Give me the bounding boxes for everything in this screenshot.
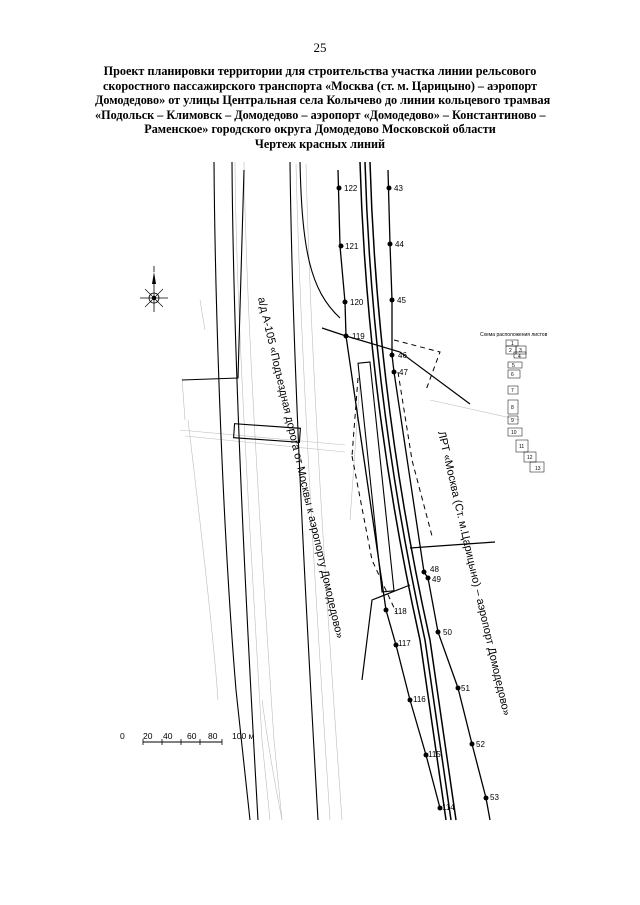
point-label: 47 (399, 368, 408, 377)
road-edge-right (289, 161, 319, 821)
point-marker (387, 241, 393, 247)
point-label: 50 (443, 628, 452, 637)
road-edge-left (213, 161, 251, 821)
point-marker (435, 629, 441, 635)
point-label: 46 (398, 351, 407, 360)
point-marker (421, 569, 427, 575)
cross-road-lower (409, 541, 496, 549)
point-label: 122 (344, 184, 358, 193)
sheet-number: 3 (519, 348, 522, 354)
point-marker (455, 685, 461, 691)
scale-label: 20 (143, 731, 153, 741)
point-label: 116 (413, 695, 426, 704)
point-marker (437, 805, 443, 811)
point-marker (389, 297, 395, 303)
point-label: 44 (395, 240, 404, 249)
point-label: 52 (476, 740, 485, 749)
cross-road-lower-branch (361, 584, 411, 681)
point-marker (383, 607, 389, 613)
title-line: скоростного пассажирского транспорта «Мо… (102, 78, 538, 93)
right-point-markers (386, 185, 489, 801)
title-line: Проект планировки территории для строите… (103, 64, 537, 78)
title-line: Домодедово» от улицы Центральная села Ко… (95, 93, 551, 108)
compass-rose-icon (140, 266, 168, 312)
scale-bar: 0 20 40 60 80 100 м (120, 731, 255, 745)
point-marker (389, 352, 395, 358)
point-label: 120 (350, 298, 364, 307)
title-line: «Подольск – Климовск – Домодедово – аэро… (95, 107, 546, 122)
point-label: 117 (398, 639, 411, 648)
road-edge-mid (231, 161, 259, 821)
sheet-number: 4 (518, 354, 521, 360)
sheet-number: 6 (511, 372, 514, 378)
point-label: 121 (345, 242, 359, 251)
building-box-left (233, 423, 301, 443)
sheet-number: 1 (511, 341, 514, 347)
road-label: а/д А-105 «Подъездная дорога от Москвы к… (255, 296, 345, 640)
page-number: 25 (313, 40, 327, 55)
scale-label: 100 м (232, 731, 255, 741)
scale-label: 80 (208, 731, 218, 741)
left-point-labels: 122 121 120 119 118 117 116 115 114 (344, 184, 455, 812)
sheet-number: 10 (511, 430, 517, 436)
red-line-right (387, 169, 491, 821)
point-marker (386, 185, 392, 191)
bridge-box (357, 361, 395, 593)
point-marker (391, 369, 397, 375)
rail-label: ЛРТ «Москва (Ст. м.Царицыно) – аэропорт … (435, 430, 512, 717)
sheet-number: 9 (511, 418, 514, 424)
scale-label: 60 (187, 731, 197, 741)
point-marker (423, 752, 429, 758)
drawing-subtitle: Чертеж красных линий (254, 136, 386, 151)
point-marker (425, 575, 431, 581)
right-point-labels: 43 44 45 46 47 48 49 50 51 52 53 (394, 184, 499, 802)
dashed-zones (351, 339, 441, 613)
left-point-markers (336, 185, 443, 811)
road-lines (213, 161, 341, 821)
point-label: 119 (352, 332, 365, 341)
scale-label: 0 (120, 731, 125, 741)
point-label: 51 (461, 684, 470, 693)
scale-label: 40 (163, 731, 173, 741)
sheet-number: 5 (512, 363, 515, 369)
point-marker (343, 333, 349, 339)
sheet-number: 12 (527, 455, 533, 461)
rail-tracks (359, 161, 457, 821)
boundary-left (181, 169, 245, 381)
point-marker (393, 642, 399, 648)
point-label: 53 (490, 793, 499, 802)
point-marker (336, 185, 342, 191)
point-label: 48 (430, 565, 439, 574)
sheet-number: 13 (535, 466, 541, 472)
point-marker (342, 299, 348, 305)
point-label: 114 (442, 803, 455, 812)
point-marker (407, 697, 413, 703)
point-marker (469, 741, 475, 747)
point-marker (338, 243, 344, 249)
point-label: 115 (428, 750, 441, 759)
point-label: 43 (394, 184, 403, 193)
sheet-number: 11 (519, 444, 524, 450)
sheet-number: 7 (511, 388, 514, 394)
point-label: 45 (397, 296, 406, 305)
point-label: 49 (432, 575, 441, 584)
point-marker (483, 795, 489, 801)
background-linework (179, 161, 521, 821)
sheet-scheme-title: Схема расположения листов (480, 332, 548, 338)
cross-road-upper (321, 327, 471, 405)
point-label: 118 (394, 607, 407, 616)
red-line-left (337, 169, 441, 809)
sheet-number: 2 (509, 348, 512, 354)
document-title: Проект планировки территории для строите… (95, 64, 551, 152)
title-line: Раменское» городского округа Домодедово … (144, 122, 496, 137)
sheet-layout-scheme: Схема расположения листов 1 2 3 4 5 6 7 … (480, 332, 548, 473)
sheet-number: 8 (511, 405, 514, 411)
road-edge-far (299, 161, 341, 319)
